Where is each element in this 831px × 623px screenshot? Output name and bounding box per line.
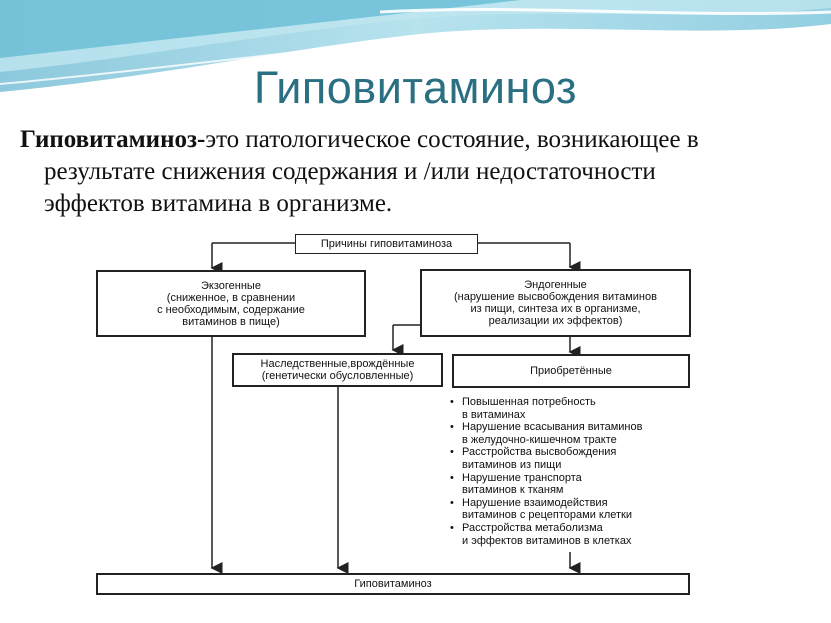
hereditary-box: Наследственные,врождённые (генетически о… xyxy=(232,353,443,387)
hereditary-line: (генетически обусловленные) xyxy=(262,370,414,382)
bullet-icon: • xyxy=(450,472,462,485)
bullet-icon: • xyxy=(450,421,462,434)
result-box: Гиповитаминоз xyxy=(96,573,690,595)
endogenous-box: Эндогенные (нарушение высвобождения вита… xyxy=(420,269,691,337)
root-causes-box: Причины гиповитаминоза xyxy=(295,234,478,254)
bullet-icon: • xyxy=(450,396,462,409)
root-causes-label: Причины гиповитаминоза xyxy=(321,238,452,250)
acquired-box: Приобретённые xyxy=(452,354,690,388)
bullet-icon: • xyxy=(450,497,462,510)
endogenous-title: Эндогенные xyxy=(524,279,587,291)
bullet-icon: • xyxy=(450,522,462,535)
endogenous-line: (нарушение высвобождения витаминов xyxy=(454,291,657,303)
exogenous-line: (сниженное, в сравнении xyxy=(167,292,295,304)
endogenous-line: из пищи, синтеза их в организме, xyxy=(470,303,640,315)
result-label: Гиповитаминоз xyxy=(354,578,431,590)
exogenous-box: Экзогенные (сниженное, в сравнении с нео… xyxy=(96,270,366,337)
exogenous-line: с необходимым, содержание xyxy=(157,304,305,316)
exogenous-title: Экзогенные xyxy=(201,280,261,292)
hereditary-title: Наследственные,врождённые xyxy=(261,358,415,370)
endogenous-line: реализации их эффектов) xyxy=(489,315,623,327)
acquired-title: Приобретённые xyxy=(530,365,612,377)
exogenous-line: витаминов в пище) xyxy=(182,316,280,328)
bullet-icon: • xyxy=(450,446,462,459)
